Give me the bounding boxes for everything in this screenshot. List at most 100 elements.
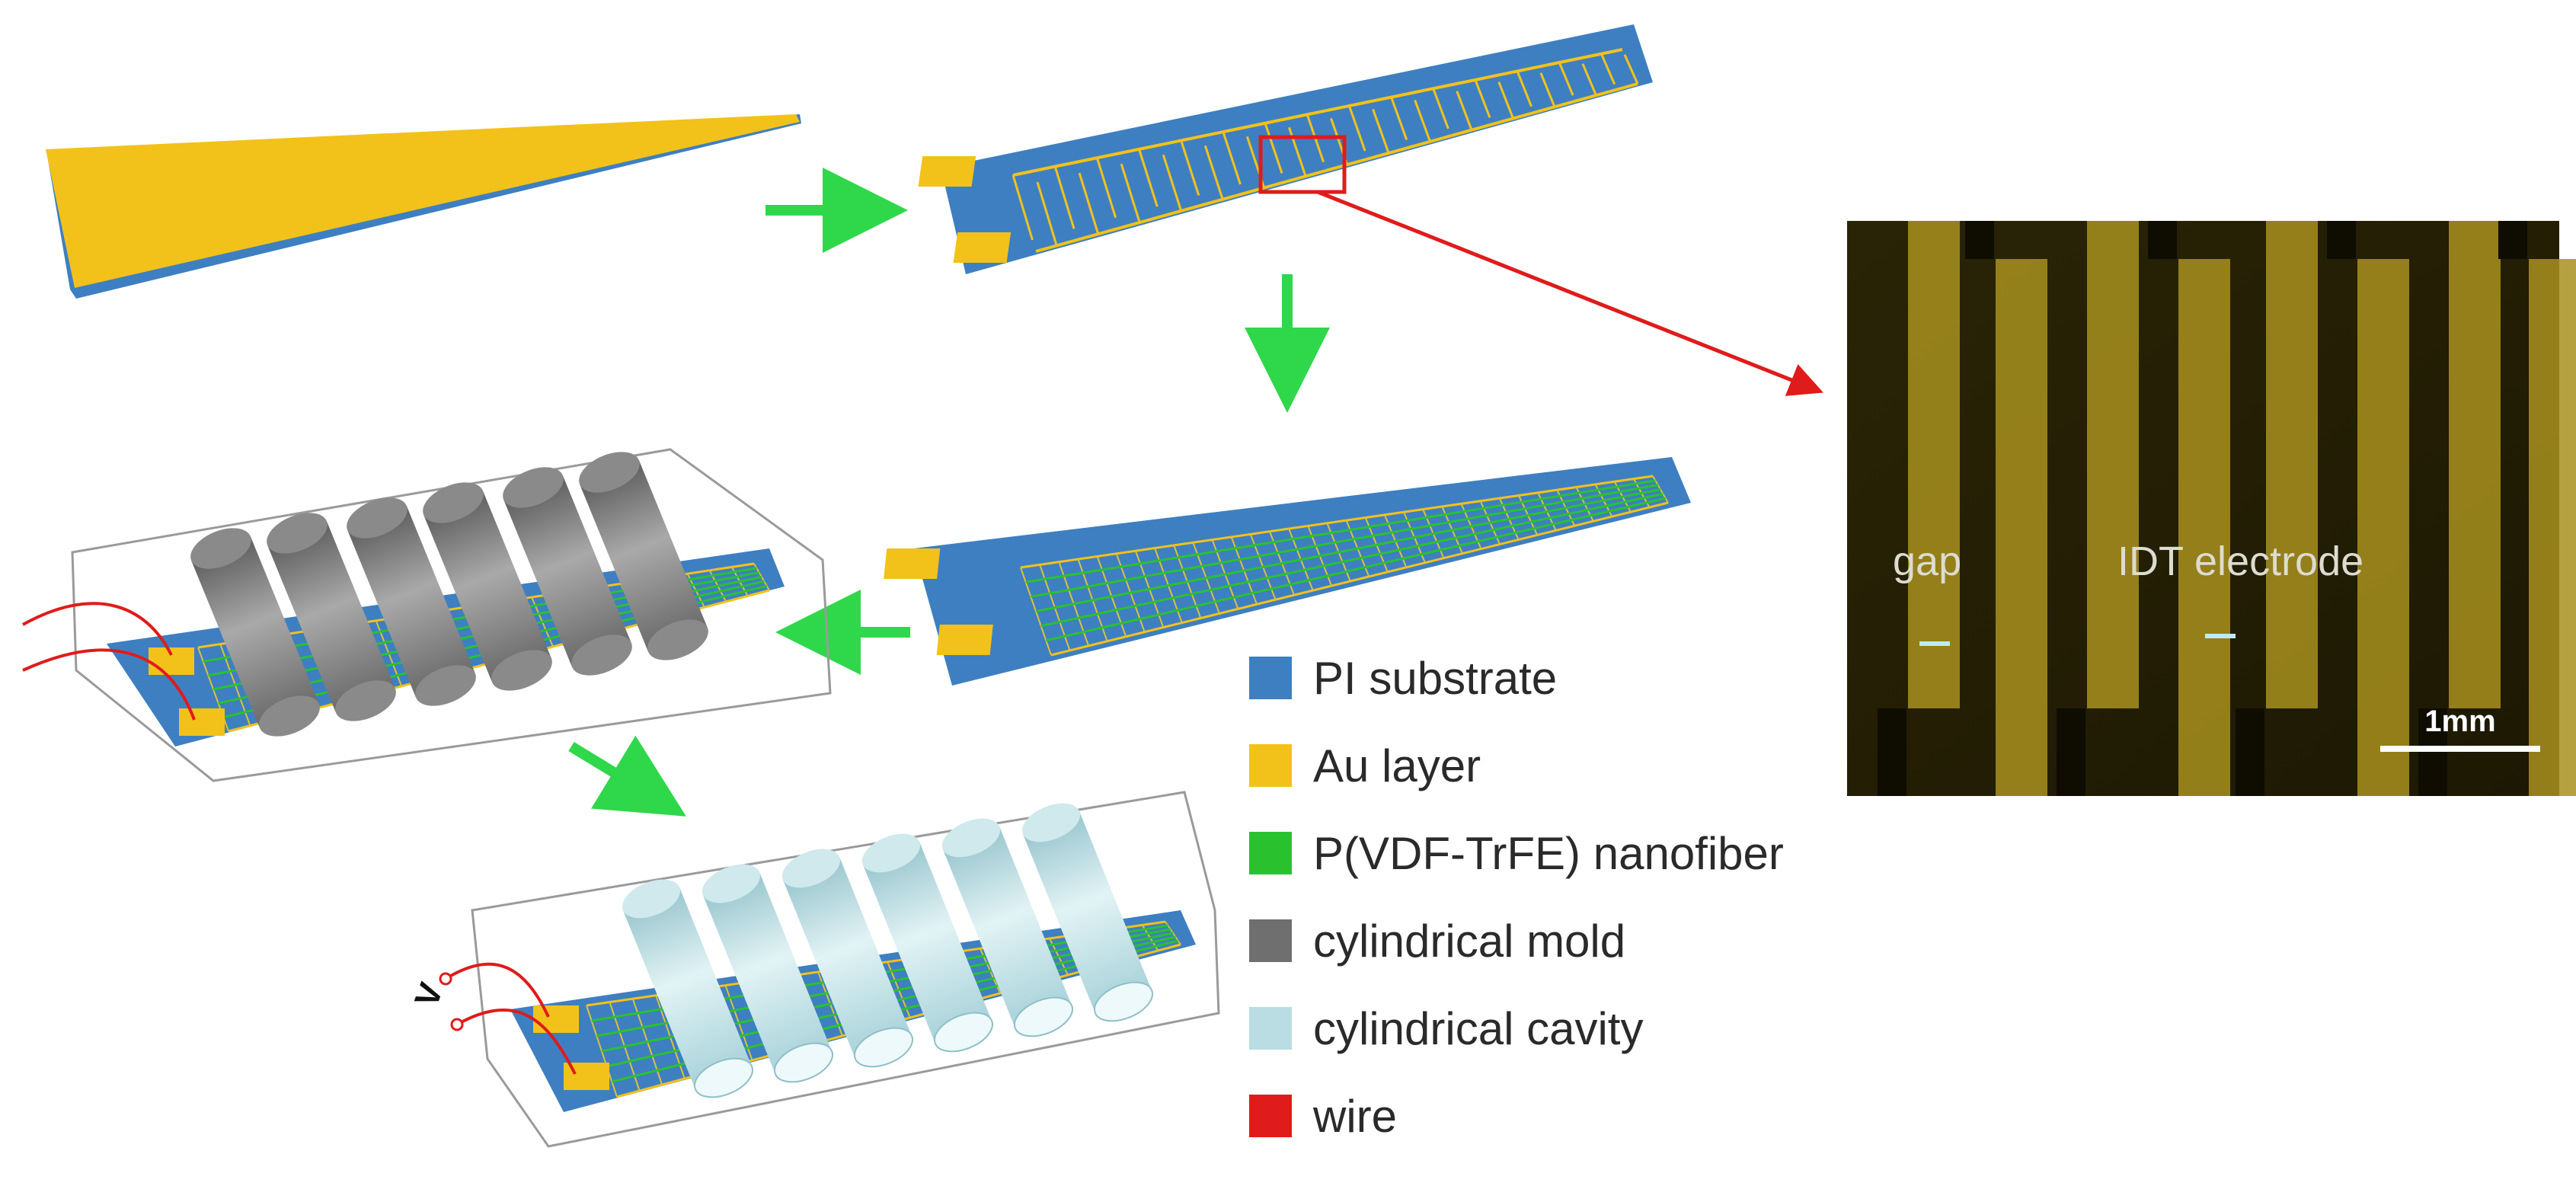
electrode-finger bbox=[1078, 172, 1100, 235]
idt-micrograph: gap IDT electrode 1mm bbox=[1847, 221, 2576, 796]
cylindrical-cavity bbox=[942, 818, 1073, 1037]
cylinder-body bbox=[622, 887, 753, 1089]
cylinder-end bbox=[1014, 996, 1073, 1037]
electrode-gap bbox=[2236, 708, 2264, 796]
legend-label: cylindrical mold bbox=[1313, 915, 1626, 967]
cylinder-end bbox=[491, 650, 552, 691]
electrode-gap bbox=[2498, 221, 2527, 259]
step4-cylindrical-molds bbox=[22, 448, 832, 782]
electrode-finger bbox=[1390, 97, 1408, 141]
wire-bottom bbox=[22, 648, 196, 721]
legend-item-cylindrical-mold: cylindrical mold bbox=[1249, 910, 1625, 971]
legend-swatch bbox=[1249, 744, 1292, 787]
cylinder-body bbox=[347, 506, 475, 698]
electrode-gap bbox=[2327, 221, 2356, 259]
legend-swatch bbox=[1249, 919, 1292, 962]
cylindrical-cavity bbox=[702, 864, 833, 1083]
cylinder-cap bbox=[622, 879, 680, 919]
nanofiber-strand bbox=[1025, 479, 1656, 583]
cylindrical-mold-group bbox=[190, 452, 708, 737]
cylinder-body bbox=[862, 842, 992, 1044]
legend-item-wire: wire bbox=[1249, 1085, 1397, 1146]
contact-pad-top bbox=[884, 548, 941, 579]
legend-item-cylindrical-cavity: cylindrical cavity bbox=[1249, 998, 1643, 1059]
cylinder-cap bbox=[782, 849, 840, 888]
cylinder-end bbox=[571, 635, 632, 676]
legend-label: wire bbox=[1313, 1090, 1398, 1142]
cylinder-cap bbox=[267, 513, 328, 554]
legend-label: Au layer bbox=[1313, 740, 1481, 791]
contact-pad-bottom bbox=[953, 232, 1012, 263]
cylinder-body bbox=[503, 475, 631, 667]
electrode-finger bbox=[1456, 91, 1473, 131]
electrode-finger bbox=[1053, 166, 1075, 229]
cylinder-end bbox=[854, 1027, 913, 1068]
nanofiber-strand bbox=[1040, 492, 1664, 628]
cylinder-cap bbox=[503, 467, 564, 508]
electrode-rail bbox=[1050, 501, 1669, 657]
cylinder-cap bbox=[423, 482, 484, 523]
container-box bbox=[71, 448, 832, 782]
nanofiber-strand bbox=[1035, 488, 1661, 612]
electrode-finger bbox=[1162, 154, 1183, 212]
cylinder-cap bbox=[942, 818, 1000, 858]
gap-label: gap bbox=[1893, 539, 1961, 584]
zoom-region-box bbox=[1258, 135, 1347, 194]
step3-nanofiber-deposition bbox=[884, 457, 1691, 686]
electrode-finger bbox=[1414, 99, 1431, 142]
electrode-finger bbox=[1623, 54, 1639, 85]
wire-bottom bbox=[456, 1009, 577, 1075]
legend-swatch bbox=[1249, 657, 1292, 699]
contact-pad-bottom bbox=[936, 625, 993, 655]
electrode-finger bbox=[1347, 105, 1366, 152]
electrode-finger bbox=[2266, 221, 2318, 708]
electrode-finger bbox=[1120, 163, 1141, 223]
electrode-finger bbox=[1474, 79, 1491, 118]
contact-pad-top bbox=[918, 156, 976, 187]
electrode-gap bbox=[1878, 708, 1906, 796]
contact-pad-bottom bbox=[179, 708, 225, 736]
legend-label: cylindrical cavity bbox=[1313, 1002, 1644, 1054]
cylinder-end bbox=[774, 1042, 833, 1083]
electrode-rail bbox=[1020, 475, 1654, 569]
arrow-step4-to-step5 bbox=[568, 735, 686, 817]
cylinder-body bbox=[580, 460, 708, 652]
electrode-finger bbox=[2178, 259, 2230, 796]
cylinder-end bbox=[934, 1012, 993, 1053]
cylindrical-cavity bbox=[782, 849, 913, 1068]
electrode-finger bbox=[1264, 123, 1283, 174]
nanofiber-grid bbox=[1020, 475, 1669, 657]
cylinder-body bbox=[267, 521, 395, 713]
electrode-rail bbox=[1035, 82, 1638, 253]
cylindrical-mold bbox=[267, 513, 396, 721]
cylindrical-cavity-group bbox=[622, 803, 1153, 1098]
cylinder-end bbox=[694, 1057, 753, 1098]
cylinder-cap bbox=[347, 497, 407, 539]
electrode-finger bbox=[1432, 88, 1449, 129]
electrode-finger bbox=[2529, 259, 2576, 796]
cylinder-body bbox=[1022, 811, 1152, 1013]
legend: PI substrate Au layer P(VDF-TrFE) nanofi… bbox=[1249, 647, 1858, 1165]
electrode-finger bbox=[1581, 63, 1597, 96]
cylinder-body bbox=[782, 857, 912, 1059]
step1-au-coated-substrate bbox=[46, 114, 801, 299]
electrode-finger bbox=[1138, 149, 1159, 207]
legend-item-au-layer: Au layer bbox=[1249, 735, 1481, 796]
scale-bar-label: 1mm bbox=[2424, 705, 2495, 738]
legend-label: P(VDF-TrFE) nanofiber bbox=[1313, 827, 1784, 879]
electrode-finger bbox=[1996, 259, 2047, 796]
legend-label: PI substrate bbox=[1313, 652, 1558, 704]
electrode-finger bbox=[1908, 221, 1960, 708]
electrode-finger bbox=[1012, 174, 1034, 241]
cylinder-end bbox=[415, 665, 476, 706]
electrode-finger bbox=[1600, 53, 1616, 85]
electrode-finger bbox=[1372, 108, 1390, 154]
legend-swatch bbox=[1249, 1007, 1292, 1050]
electrode-finger bbox=[1516, 70, 1532, 107]
cylinder-end bbox=[647, 619, 708, 660]
electrode-finger bbox=[1036, 181, 1058, 246]
wire-top bbox=[444, 962, 550, 1018]
cylinder-body bbox=[942, 826, 1072, 1028]
cylinder-body bbox=[191, 536, 319, 728]
legend-swatch bbox=[1249, 1095, 1292, 1137]
